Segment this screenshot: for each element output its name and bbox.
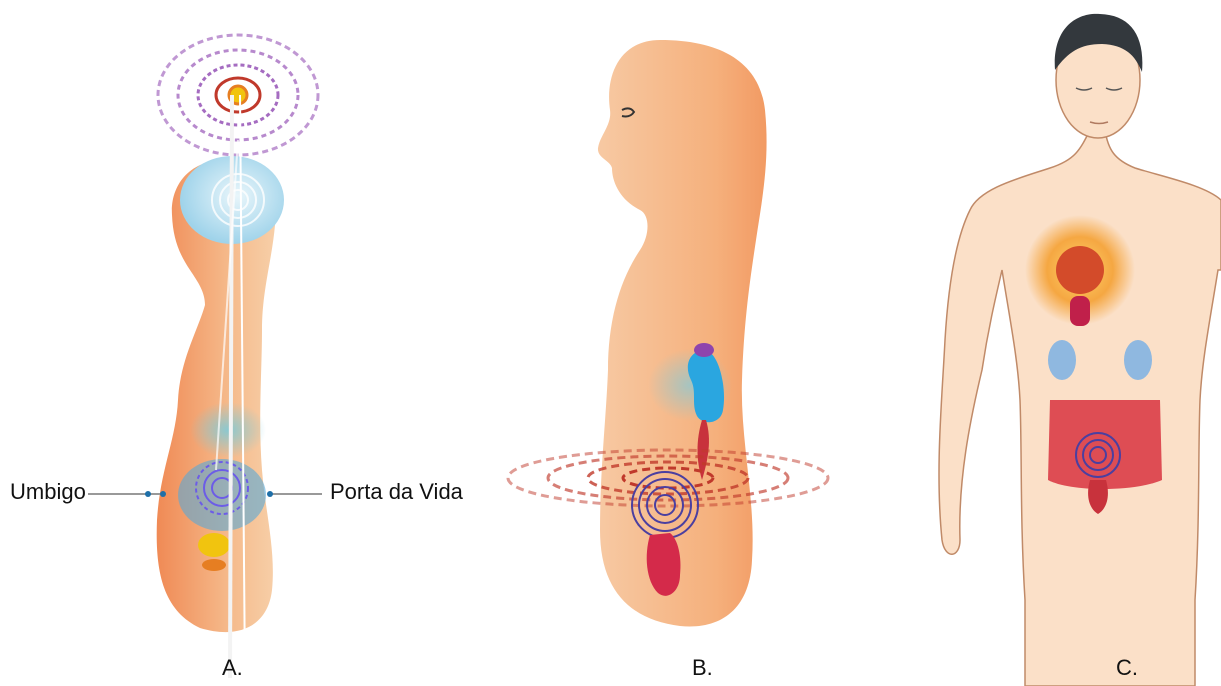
figure-a: Umbigo Porta da Vida A.	[0, 0, 420, 686]
figure-b-illustration	[500, 0, 860, 686]
heart-icon	[1056, 246, 1104, 294]
adrenal-icon	[694, 343, 714, 357]
lower-energy-red	[202, 559, 226, 571]
label-porta-da-vida: Porta da Vida	[330, 479, 463, 505]
kidney-right-icon	[1124, 340, 1152, 380]
figure-c-illustration	[930, 0, 1221, 686]
caption-b: B.	[692, 655, 713, 681]
caption-c: C.	[1116, 655, 1138, 681]
channel-line	[230, 95, 232, 678]
chest-glow	[190, 402, 266, 458]
caption-a: A.	[222, 655, 243, 681]
heart-vessel	[1070, 296, 1090, 326]
figure-a-illustration	[0, 0, 420, 686]
cosmic-spiral-icon	[158, 35, 318, 155]
figure-c: C.	[930, 0, 1221, 686]
kidney-left-icon	[1048, 340, 1076, 380]
body-silhouette	[598, 40, 767, 626]
figure-b: B.	[500, 0, 860, 686]
lower-energy-yellow	[198, 533, 230, 557]
label-umbigo: Umbigo	[10, 479, 86, 505]
